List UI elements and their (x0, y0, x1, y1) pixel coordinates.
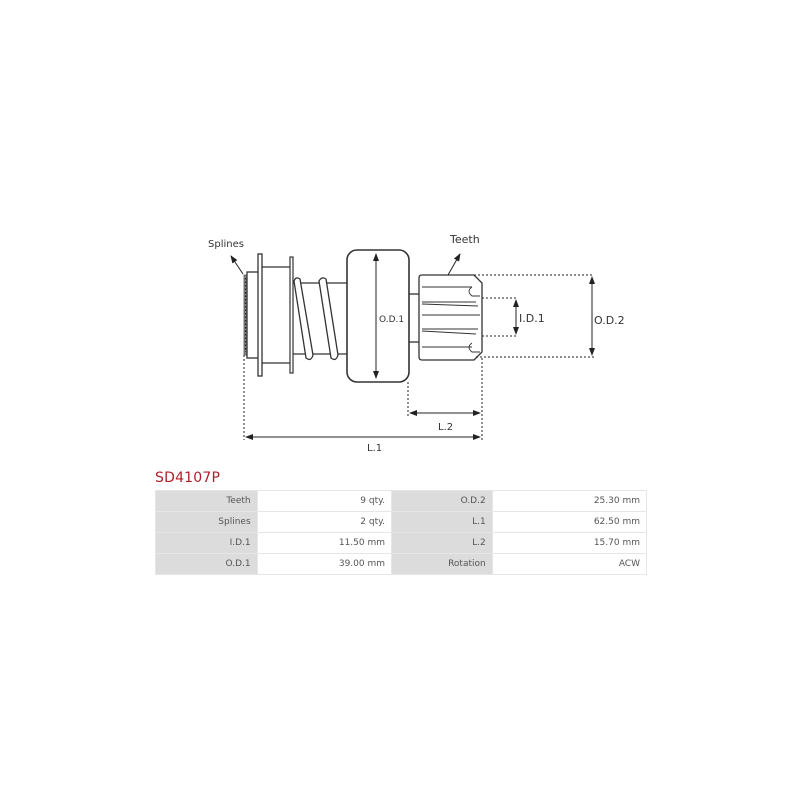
gear-teeth (418, 274, 483, 361)
l2-label: L.2 (438, 422, 453, 433)
spec-value: 39.00 mm (256, 553, 393, 575)
spec-value: 62.50 mm (491, 511, 648, 533)
spec-value: 25.30 mm (491, 490, 648, 512)
spec-label: O.D.2 (391, 490, 493, 512)
spec-label: L.2 (391, 532, 493, 554)
spec-label: Rotation (391, 553, 493, 575)
hub (246, 271, 260, 359)
teeth-label: Teeth (449, 233, 480, 246)
spec-value: 2 qty. (256, 511, 393, 533)
od1-label: O.D.1 (379, 315, 404, 325)
spec-value: ACW (491, 553, 648, 575)
specs-table: Teeth 9 qty. O.D.2 25.30 mm Splines 2 qt… (155, 490, 648, 575)
table-row: O.D.1 39.00 mm Rotation ACW (155, 553, 648, 575)
od2-label: O.D.2 (594, 314, 625, 327)
spec-value: 15.70 mm (491, 532, 648, 554)
splines-label: Splines (208, 239, 244, 250)
table-row: I.D.1 11.50 mm L.2 15.70 mm (155, 532, 648, 554)
spec-label: L.1 (391, 511, 493, 533)
spec-label: Splines (155, 511, 258, 533)
spec-value: 9 qty. (256, 490, 393, 512)
spec-label: O.D.1 (155, 553, 258, 575)
starter-drive-diagram: O.D.1 I.D.1 O.D.2 L.2 L.1 Splines Teeth (208, 233, 625, 454)
l1-label: L.1 (367, 443, 382, 454)
id1-label: I.D.1 (519, 312, 545, 325)
table-row: Teeth 9 qty. O.D.2 25.30 mm (155, 490, 648, 512)
spring-icon (293, 277, 339, 361)
spec-label: Teeth (155, 490, 258, 512)
spec-label: I.D.1 (155, 532, 258, 554)
flange-1 (257, 253, 263, 377)
table-row: Splines 2 qty. L.1 62.50 mm (155, 511, 648, 533)
spec-value: 11.50 mm (256, 532, 393, 554)
extension-lines (243, 274, 594, 440)
part-number-title: SD4107P (155, 470, 221, 486)
flange-2 (289, 256, 294, 374)
